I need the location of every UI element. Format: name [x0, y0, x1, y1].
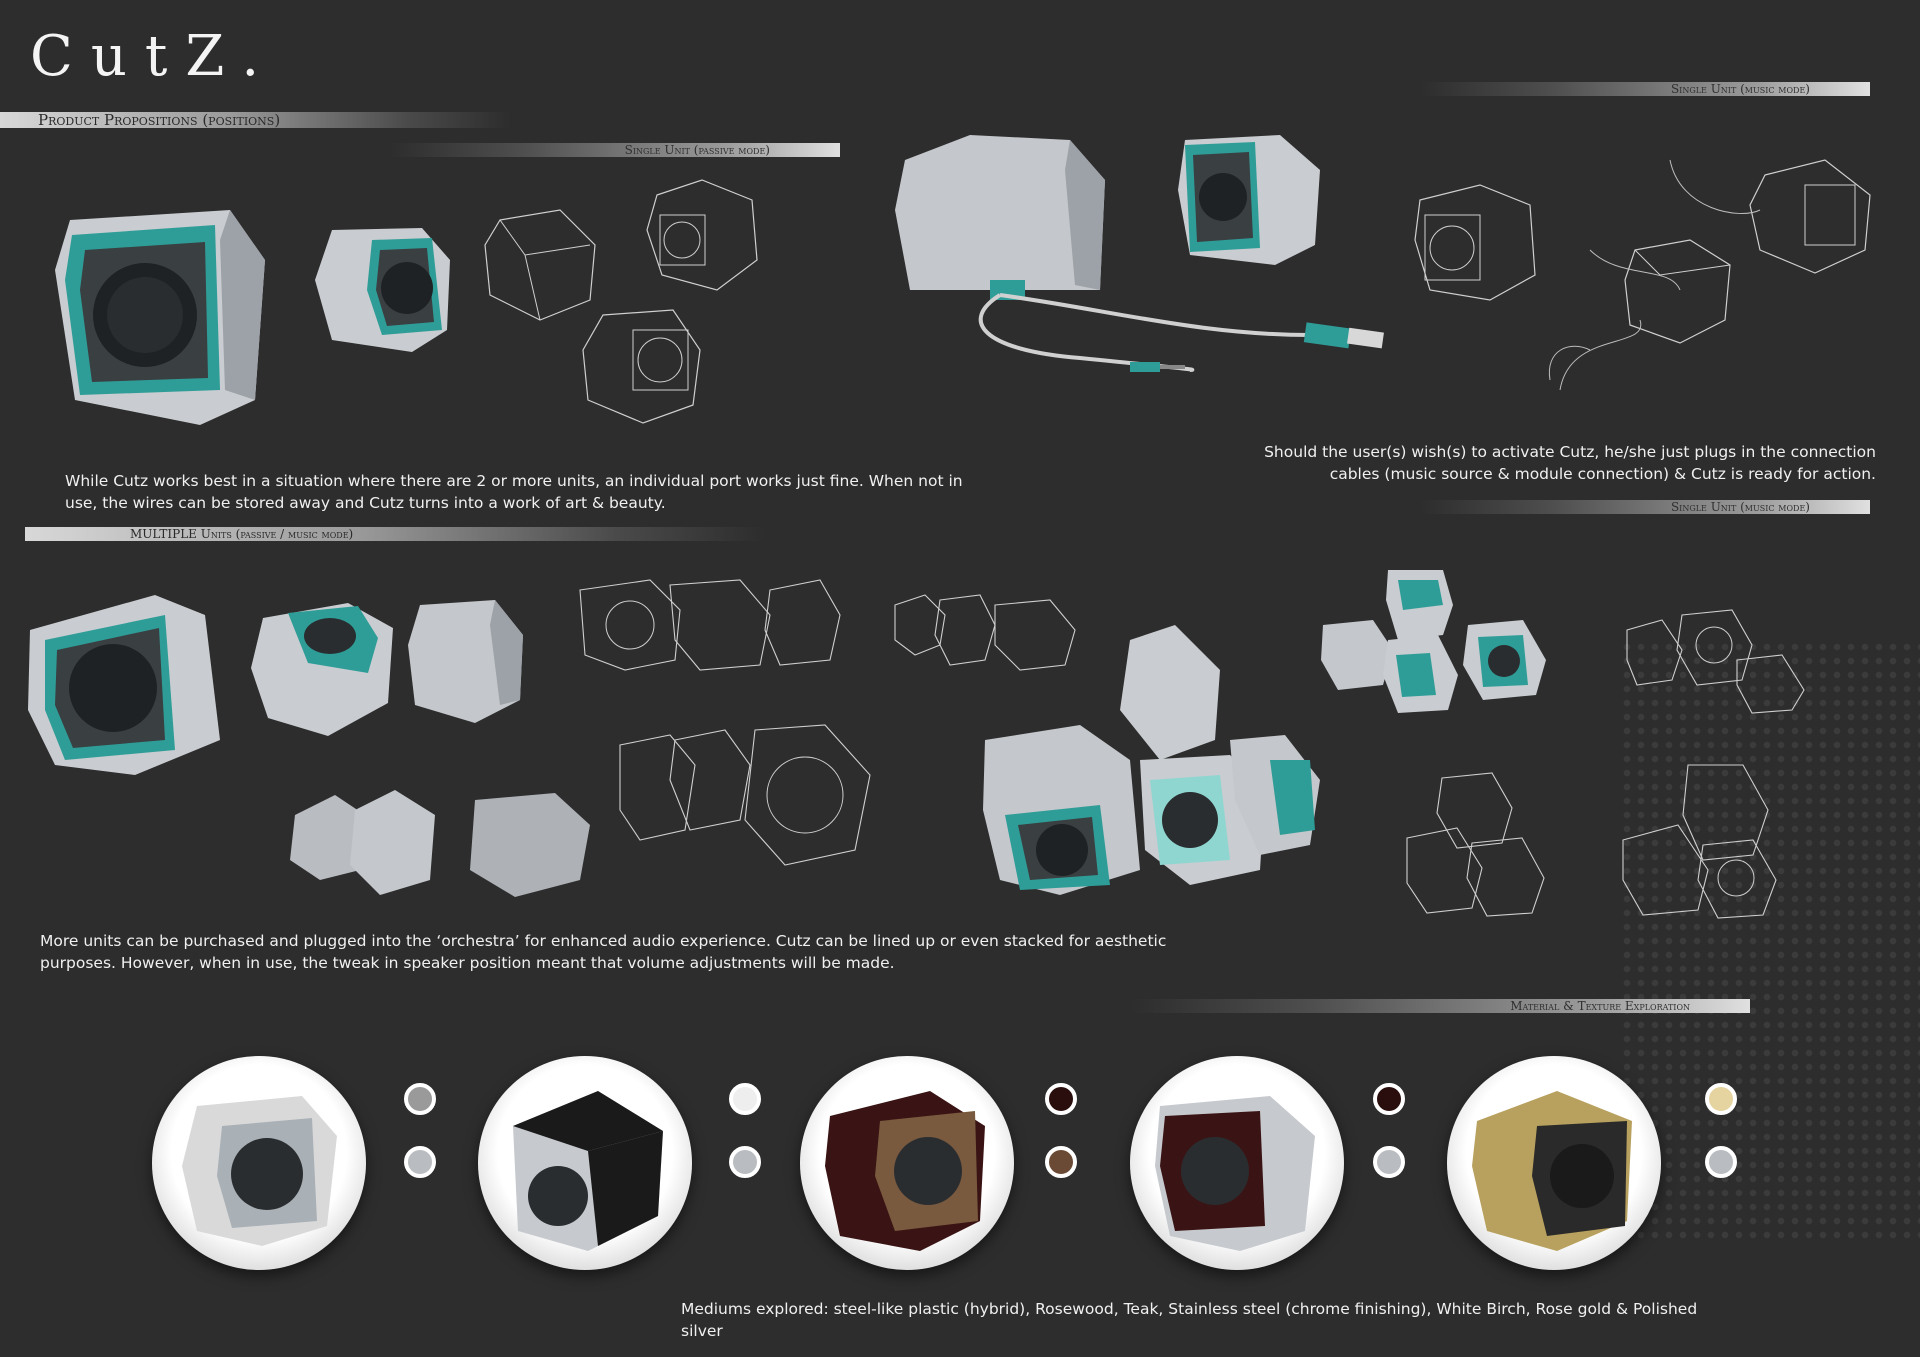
wireframe-sketch-1: [484, 209, 596, 321]
swatch-4a: [1373, 1083, 1405, 1115]
stacked-speakers-render: [983, 625, 1320, 895]
speaker-render-large: [55, 210, 265, 425]
wireframe-cables: [1548, 159, 1761, 391]
caption-single-music: Should the user(s) wish(s) to activate C…: [1264, 443, 1876, 483]
wireframe-sketch-5: [1624, 239, 1731, 344]
section-title-propositions: Product Propositions (positions): [38, 111, 281, 129]
wireframe-stack-1: [1626, 609, 1805, 714]
swatch-2b: [729, 1146, 761, 1178]
wireframe-sketch-3: [582, 309, 701, 424]
speaker-render-small: [315, 228, 450, 352]
material-circle-2: [478, 1056, 692, 1270]
material-circle-4: [1130, 1056, 1344, 1270]
section-title-single-passive: Single Unit (passive mode): [624, 143, 770, 157]
multi-speaker-large: [28, 595, 220, 775]
section-title-multiple: MULTIPLE Units (passive / music mode): [130, 527, 354, 541]
swatch-1a: [404, 1083, 436, 1115]
section-bar-propositions: Product Propositions (positions): [0, 112, 510, 128]
halftone-pattern: [1620, 640, 1920, 1240]
swatch-5b: [1705, 1146, 1737, 1178]
section-bar-single-music-2: Single Unit (music mode): [1420, 500, 1870, 514]
wireframe-multi-2: [894, 594, 1076, 671]
usb-cable-render: [978, 293, 1384, 372]
wireframe-multi-1: [579, 579, 841, 671]
multi-speaker-row: [290, 790, 590, 897]
stacked-speakers-small: [1321, 570, 1546, 713]
caption-multiple: More units can be purchased and plugged …: [40, 932, 1167, 972]
speaker-render-music: [1178, 135, 1320, 265]
section-bar-multiple: MULTIPLE Units (passive / music mode): [25, 527, 765, 541]
section-bar-single-music-1: Single Unit (music mode): [1420, 82, 1870, 96]
swatch-4b: [1373, 1146, 1405, 1178]
section-title-material: Material & Texture Exploration: [1510, 999, 1690, 1013]
swatch-1b: [404, 1146, 436, 1178]
wireframe-multi-3: [619, 724, 871, 866]
wireframe-sketch-4: [1414, 184, 1536, 301]
wireframe-stack-3: [1622, 764, 1777, 919]
caption-material: Mediums explored: steel-like plastic (hy…: [681, 1300, 1698, 1340]
swatch-3a: [1045, 1083, 1077, 1115]
caption-single-passive: While Cutz works best in a situation whe…: [65, 472, 963, 512]
swatch-5a: [1705, 1083, 1737, 1115]
multi-speaker-back: [408, 600, 523, 723]
brand-logo: CutZ.: [30, 24, 278, 89]
wireframe-stack-2: [1406, 772, 1545, 917]
section-title-single-music-2: Single Unit (music mode): [1670, 500, 1810, 514]
section-title-single-music-1: Single Unit (music mode): [1670, 82, 1810, 96]
material-circle-3: [800, 1056, 1014, 1270]
section-bar-material: Material & Texture Exploration: [1130, 999, 1750, 1013]
wireframe-sketch-2: [646, 179, 758, 291]
section-bar-single-passive: Single Unit (passive mode): [390, 143, 840, 157]
material-circle-5: [1447, 1056, 1661, 1270]
swatch-2a: [729, 1083, 761, 1115]
material-circle-1: [152, 1056, 366, 1270]
speaker-render-back: [895, 135, 1105, 300]
multi-speaker-mid: [251, 603, 393, 736]
swatch-3b: [1045, 1146, 1077, 1178]
